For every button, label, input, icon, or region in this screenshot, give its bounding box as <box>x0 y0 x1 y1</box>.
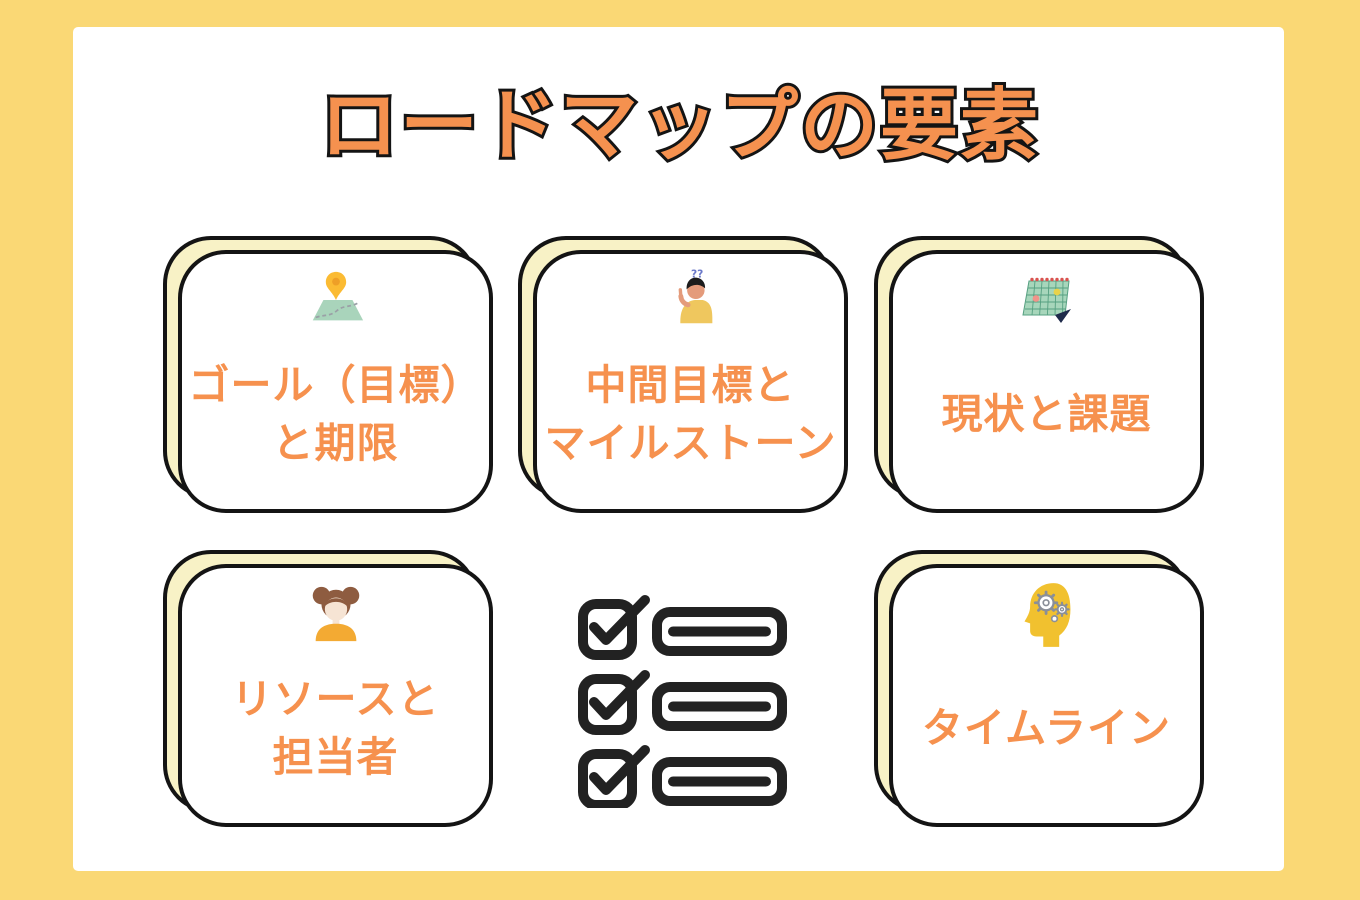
card-milestones: ?? 中間目標と マイルストーン <box>518 236 848 516</box>
checklist-icon <box>575 594 787 812</box>
card-label-line: マイルストーン <box>544 419 837 467</box>
girl-avatar-icon <box>305 581 367 647</box>
card-face: タイムライン <box>889 564 1204 827</box>
head-gears-icon <box>1017 581 1077 647</box>
card-current-issues: 現状と課題 <box>874 236 1204 516</box>
card-timeline: タイムライン <box>874 550 1204 830</box>
checklist-row <box>578 745 787 810</box>
card-label-line: 中間目標と <box>585 360 796 409</box>
card-resources-owner: リソースと 担当者 <box>163 550 493 830</box>
card-label-line: タイムライン <box>921 703 1172 752</box>
card-label-line: 担当者 <box>272 733 399 781</box>
checklist-row <box>578 595 787 660</box>
card-label-line: ゴール（目標） <box>188 360 483 409</box>
checklist-row <box>578 670 787 735</box>
card-label: ゴール（目標） と期限 <box>189 333 483 509</box>
card-label-line: と期限 <box>272 419 399 467</box>
card-label: リソースと 担当者 <box>232 647 440 823</box>
map-pin-icon <box>305 267 367 333</box>
card-face: ゴール（目標） と期限 <box>178 250 493 513</box>
page-title: ロードマップの要素 <box>317 80 1041 172</box>
card-label-line: リソースと <box>231 674 440 723</box>
thinking-person-icon: ?? <box>656 267 726 333</box>
calendar-icon <box>1015 267 1079 333</box>
card-goal-deadline: ゴール（目標） と期限 <box>163 236 493 516</box>
card-label-line: 現状と課題 <box>941 389 1152 438</box>
card-label: 現状と課題 <box>942 333 1152 509</box>
card-face: リソースと 担当者 <box>178 564 493 827</box>
card-label: 中間目標と マイルストーン <box>545 333 837 509</box>
card-face: 現状と課題 <box>889 250 1204 513</box>
card-face: ?? 中間目標と マイルストーン <box>533 250 848 513</box>
card-label: タイムライン <box>922 647 1171 823</box>
svg-text:??: ?? <box>691 268 703 281</box>
